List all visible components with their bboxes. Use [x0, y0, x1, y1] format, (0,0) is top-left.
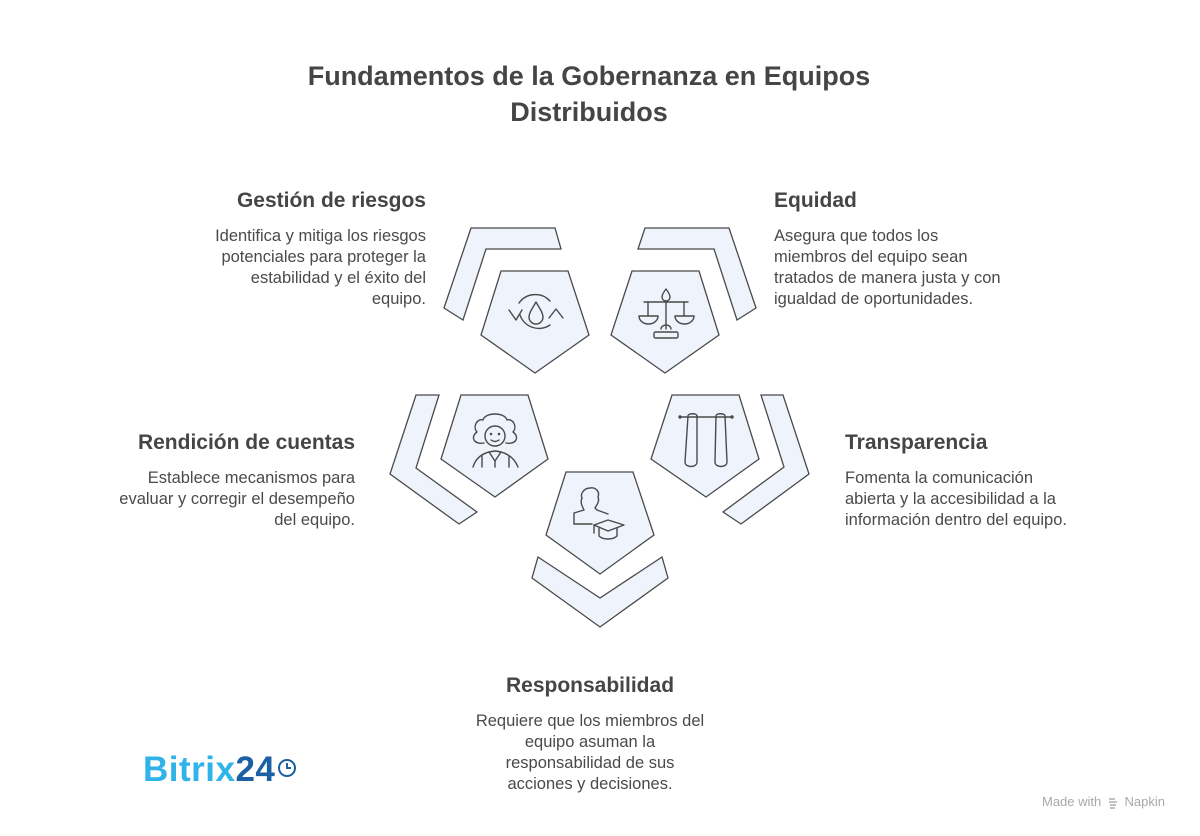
diagram-title: Fundamentos de la Gobernanza en Equipos … — [0, 58, 1178, 130]
pentagon-equidad — [610, 270, 720, 374]
made-with-napkin: Made with Napkin — [1042, 794, 1165, 809]
scales-icon — [638, 288, 695, 339]
desc-equidad: Asegura que todos los miembros del equip… — [774, 227, 1001, 308]
bracket-equidad — [637, 227, 757, 321]
title-line-2: Distribuidos — [510, 97, 668, 127]
item-responsabilidad: Responsabilidad Requiere que los miembro… — [440, 673, 740, 795]
item-transparencia: Transparencia Fomenta la comunicación ab… — [845, 430, 1145, 531]
bitrix24-logo: Bitrix24 — [143, 750, 297, 790]
heading-responsabilidad: Responsabilidad — [505, 674, 675, 697]
bracket-transparencia — [721, 394, 810, 525]
pentagon-gestion-riesgos — [480, 270, 590, 374]
bracket-rendicion-cuentas — [389, 394, 479, 525]
desc-rendicion-cuentas: Establece mecanismos para evaluar y corr… — [119, 469, 355, 529]
heading-equidad: Equidad — [774, 189, 857, 212]
desc-responsabilidad: Requiere que los miembros del equipo asu… — [475, 712, 705, 793]
judge-icon — [472, 413, 519, 468]
heading-rendicion-cuentas: Rendición de cuentas — [137, 431, 355, 454]
water-cycle-icon — [508, 293, 564, 330]
desc-gestion-riesgos: Identifica y mitiga los riesgos potencia… — [215, 227, 426, 308]
napkin-icon — [1108, 797, 1117, 809]
desc-transparencia: Fomenta la comunicación abierta y la acc… — [845, 469, 1067, 529]
heading-gestion-riesgos: Gestión de riesgos — [236, 189, 426, 212]
item-rendicion-cuentas: Rendición de cuentas Establece mecanismo… — [60, 430, 355, 531]
pentagon-transparencia — [650, 394, 760, 498]
title-line-1: Fundamentos de la Gobernanza en Equipos — [307, 61, 871, 91]
graduate-icon — [573, 487, 625, 540]
bracket-gestion-riesgos — [443, 227, 562, 321]
item-equidad: Equidad Asegura que todos los miembros d… — [774, 188, 1064, 310]
item-gestion-riesgos: Gestión de riesgos Identifica y mitiga l… — [150, 188, 426, 310]
heading-transparencia: Transparencia — [845, 431, 988, 454]
curtains-icon — [678, 413, 734, 468]
chevron-responsabilidad — [531, 555, 669, 628]
clock-icon — [278, 758, 297, 777]
